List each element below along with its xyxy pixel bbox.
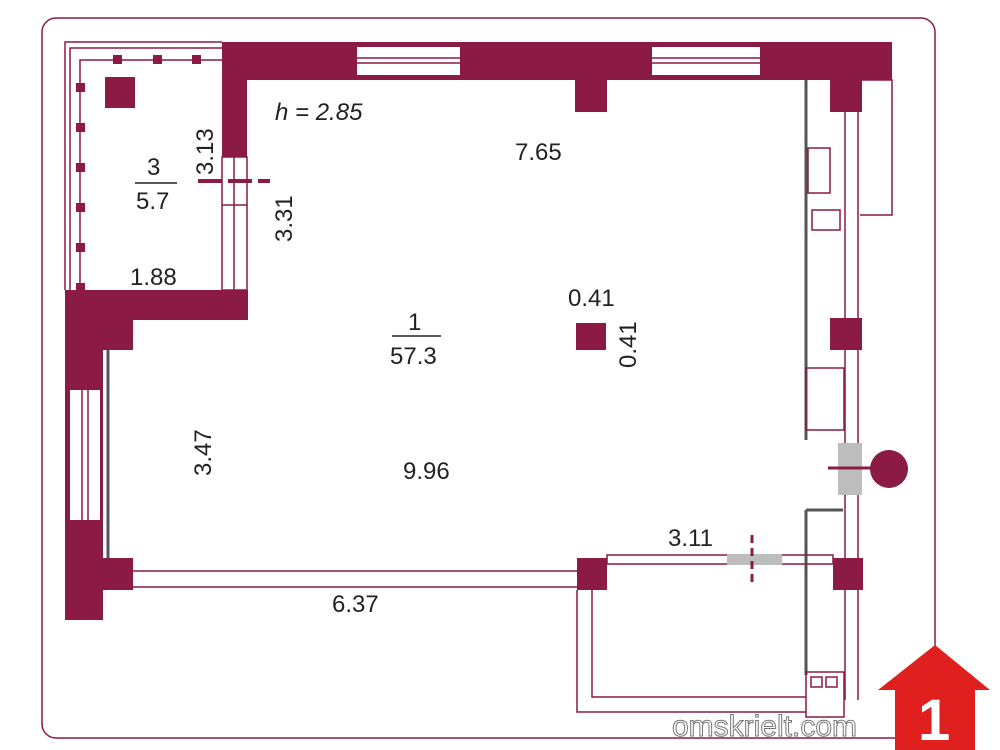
right-wall-lines [804,79,893,718]
room-3-number: 3 [147,154,160,181]
dim-main-depth: 9.96 [403,458,450,485]
balcony-window-bottom [606,535,834,582]
entrance-door[interactable] [828,443,908,495]
dim-bottom-width: 6.37 [332,591,379,618]
dim-balcony-inner-wall: 3.13 [192,128,219,175]
dim-main-left-lower: 3.47 [190,429,217,476]
window-left [70,390,100,520]
watermark-site: omskrielt.com [672,710,857,743]
ceiling-height: h = 2.85 [275,99,363,126]
dim-bottom-window: 3.11 [668,525,713,552]
walls [65,42,892,620]
bottom-wall [106,350,577,588]
room-1-area: 57.3 [390,343,437,370]
logo-house-icon: 1 [878,645,990,750]
outer-border [41,17,936,739]
entrance-marker-icon [870,450,908,488]
dim-top-width: 7.65 [515,139,562,166]
dim-column-depth: 0.41 [615,321,642,368]
dim-balcony-width: 1.88 [130,264,177,291]
window-top-left [357,47,460,75]
balcony-bottom [576,590,806,713]
window-top-right [652,47,760,75]
balcony-door [198,156,270,291]
room-3-area: 5.7 [136,188,169,215]
logo-digit: 1 [918,688,950,750]
room-1-number: 1 [408,309,421,336]
columns [103,77,863,590]
dim-column-width: 0.41 [568,285,615,312]
dim-main-left-upper: 3.31 [271,195,298,242]
balcony-3-frame [64,41,222,292]
